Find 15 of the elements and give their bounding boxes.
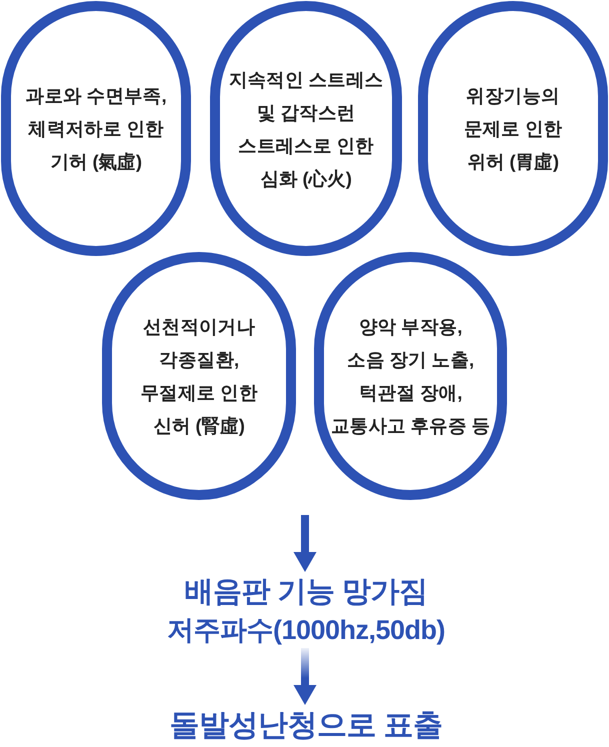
- oval-frame: [1, 1, 191, 256]
- cause-text: 선천적이거나 각종질환, 무절제로 인한 신허 (腎虛): [140, 315, 258, 438]
- cause-text: 위장기능의 문제로 인한 위허 (胃虛): [464, 84, 562, 174]
- oval-frame: [314, 252, 507, 500]
- cause-text: 지속적인 스트레스 및 갑작스런 스트레스로 인한 심화 (心火): [228, 68, 384, 191]
- cause-text: 양악 부작용, 소음 장기 노출, 턱관절 장애, 교통사고 후유증 등: [330, 315, 490, 438]
- oval-frame: [418, 1, 608, 256]
- arrow: [294, 515, 316, 572]
- frequency-text: 저주파수(1000hz,50db): [166, 614, 446, 647]
- oval-frame: [210, 1, 402, 256]
- cause-text: 과로와 수면부족, 체력저하로 인한 기허 (氣虛): [26, 84, 166, 174]
- result-heading: 배음판 기능 망가짐: [184, 575, 428, 610]
- outcome-heading: 돌발성난청으로 표출: [169, 708, 443, 744]
- oval-frame: [102, 252, 296, 500]
- arrow: [294, 648, 316, 705]
